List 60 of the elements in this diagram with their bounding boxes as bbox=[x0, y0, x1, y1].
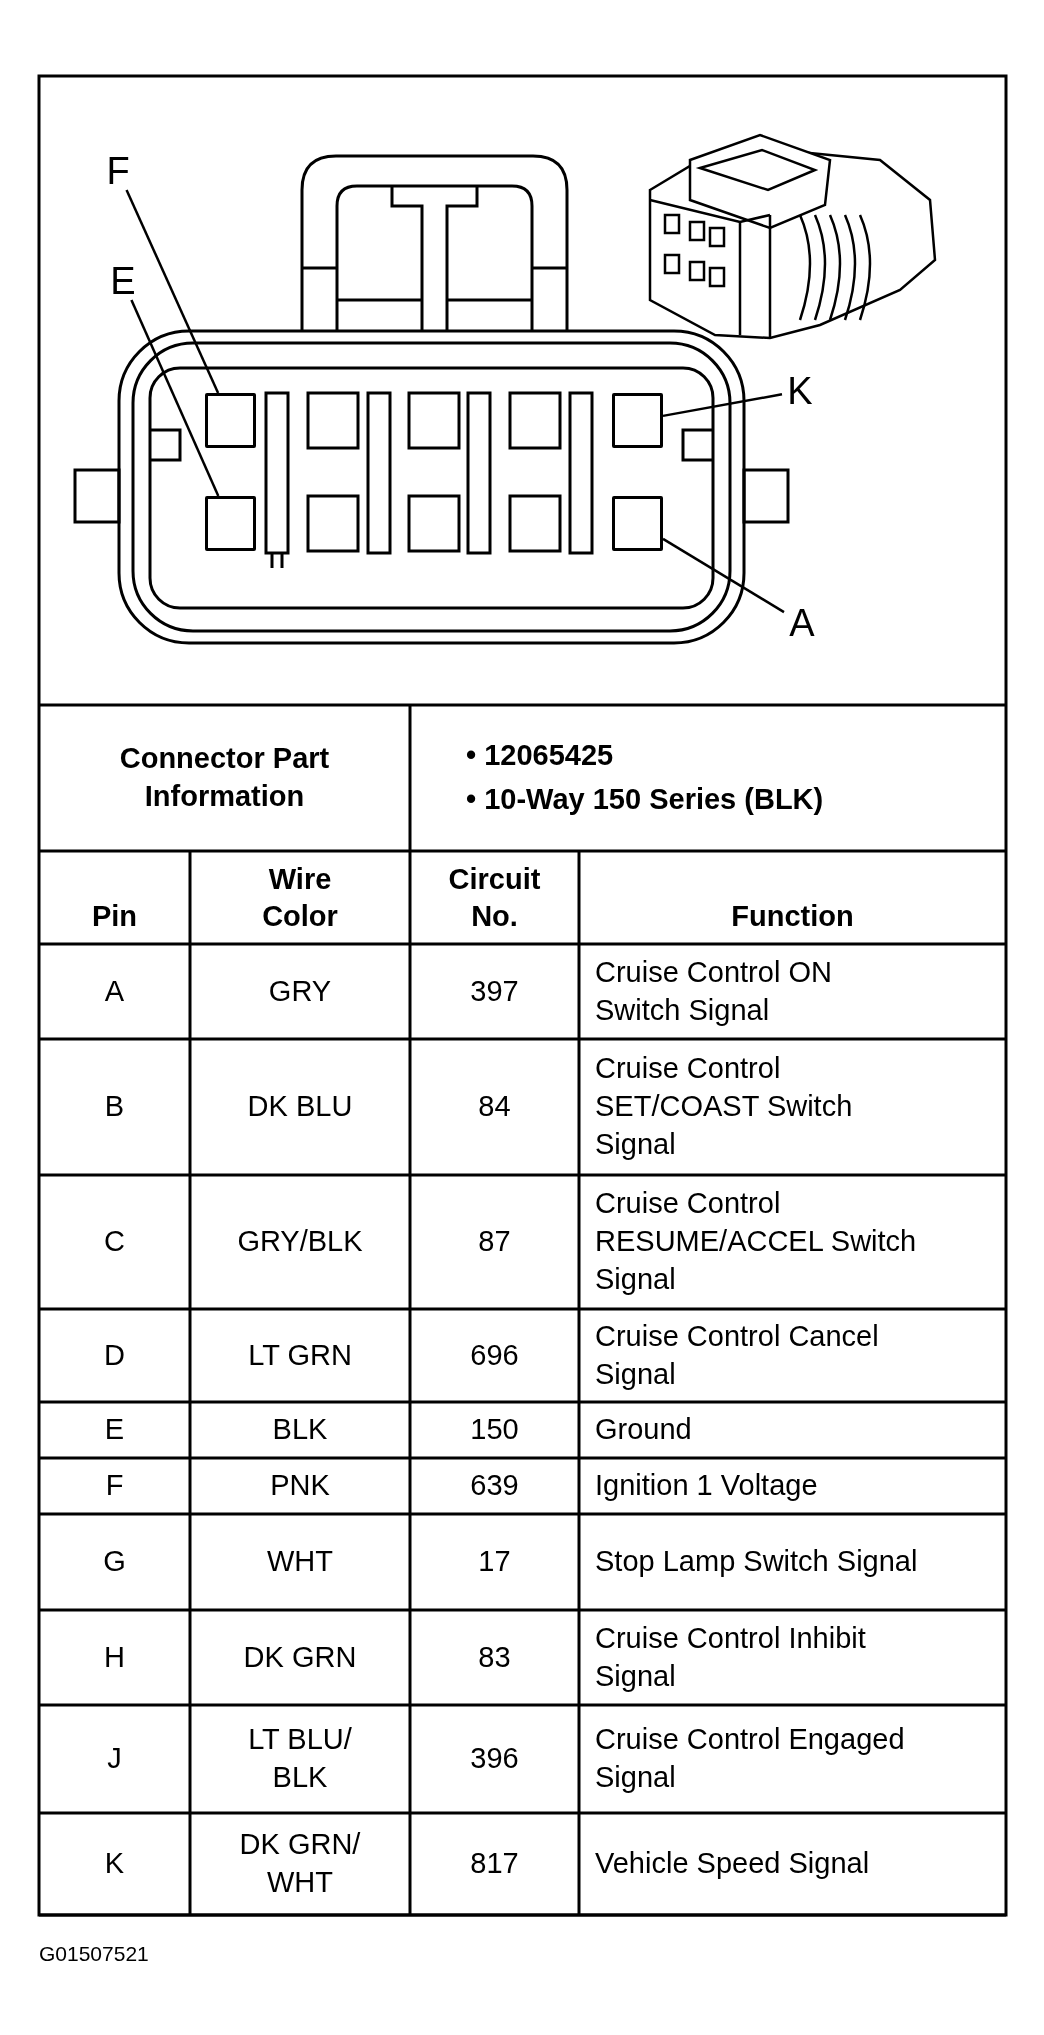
circuit-number: 696 bbox=[470, 1337, 519, 1373]
wire-color: GRY bbox=[268, 973, 332, 1009]
pin-label: D bbox=[104, 1337, 125, 1373]
leader-line bbox=[125, 189, 220, 394]
pin-label: J bbox=[107, 1741, 122, 1777]
function-text: Vehicle Speed Signal bbox=[595, 1846, 870, 1882]
function-text: Cruise Control RESUME/ACCEL Switch Signal bbox=[595, 1186, 918, 1297]
function-text: Cruise Control Inhibit Signal bbox=[595, 1620, 867, 1694]
leader-line bbox=[130, 299, 220, 497]
circuit-number: 17 bbox=[478, 1544, 511, 1580]
column-header: Wire Color bbox=[261, 861, 339, 935]
wire-color: WHT bbox=[267, 1544, 333, 1580]
pin-label: G bbox=[103, 1544, 126, 1580]
pin-label: H bbox=[104, 1639, 125, 1675]
pin-label: A bbox=[104, 973, 125, 1009]
leader-line bbox=[662, 537, 785, 614]
pin-label: F bbox=[105, 1468, 124, 1504]
leader-line bbox=[662, 393, 783, 418]
circuit-number: 150 bbox=[470, 1412, 519, 1448]
function-text: Cruise Control SET/COAST Switch Signal bbox=[595, 1051, 854, 1162]
wire-color: DK GRN bbox=[243, 1639, 357, 1675]
wire-color: LT GRN bbox=[248, 1337, 352, 1373]
pin-cavity bbox=[612, 496, 663, 551]
circuit-number: 639 bbox=[470, 1468, 519, 1504]
wire-color: LT BLU/ BLK bbox=[247, 1722, 353, 1795]
pin-letter: K bbox=[787, 370, 813, 412]
wire-color: GRY/BLK bbox=[237, 1224, 363, 1260]
circuit-number: 397 bbox=[470, 973, 519, 1009]
circuit-number: 817 bbox=[470, 1846, 519, 1882]
function-text: Ground bbox=[595, 1412, 692, 1448]
pin-label: B bbox=[104, 1089, 125, 1125]
wire-color: DK BLU bbox=[247, 1089, 353, 1125]
table-header: Connector Part Information bbox=[118, 741, 331, 814]
wire-color: DK GRN/ WHT bbox=[238, 1827, 362, 1900]
part-info-item: • 12065425 bbox=[466, 738, 615, 774]
circuit-number: 83 bbox=[478, 1639, 511, 1675]
function-text: Cruise Control Engaged Signal bbox=[595, 1722, 906, 1795]
circuit-number: 87 bbox=[478, 1224, 511, 1260]
wire-color: PNK bbox=[270, 1468, 330, 1504]
pin-letter: A bbox=[789, 602, 815, 644]
function-text: Stop Lamp Switch Signal bbox=[595, 1544, 918, 1580]
column-header: Pin bbox=[91, 899, 138, 935]
pin-cavity bbox=[612, 393, 663, 448]
pin-cavity bbox=[205, 496, 256, 551]
part-info-item: • 10-Way 150 Series (BLK) bbox=[466, 782, 824, 817]
circuit-number: 84 bbox=[478, 1089, 511, 1125]
function-text: Cruise Control Cancel Signal bbox=[595, 1318, 880, 1392]
function-text: Ignition 1 Voltage bbox=[595, 1468, 818, 1504]
function-text: Cruise Control ON Switch Signal bbox=[595, 954, 833, 1028]
circuit-number: 396 bbox=[470, 1741, 519, 1777]
pin-letter: F bbox=[106, 150, 130, 192]
column-header: Circuit No. bbox=[447, 861, 542, 935]
pin-label: K bbox=[104, 1846, 125, 1882]
pin-letter: E bbox=[110, 260, 136, 302]
column-header: Function bbox=[731, 899, 854, 935]
wire-color: BLK bbox=[272, 1412, 328, 1448]
figure-id: G01507521 bbox=[39, 1942, 149, 1966]
pin-label: E bbox=[104, 1412, 125, 1448]
pin-cavity bbox=[205, 393, 256, 448]
pin-label: C bbox=[104, 1224, 125, 1260]
